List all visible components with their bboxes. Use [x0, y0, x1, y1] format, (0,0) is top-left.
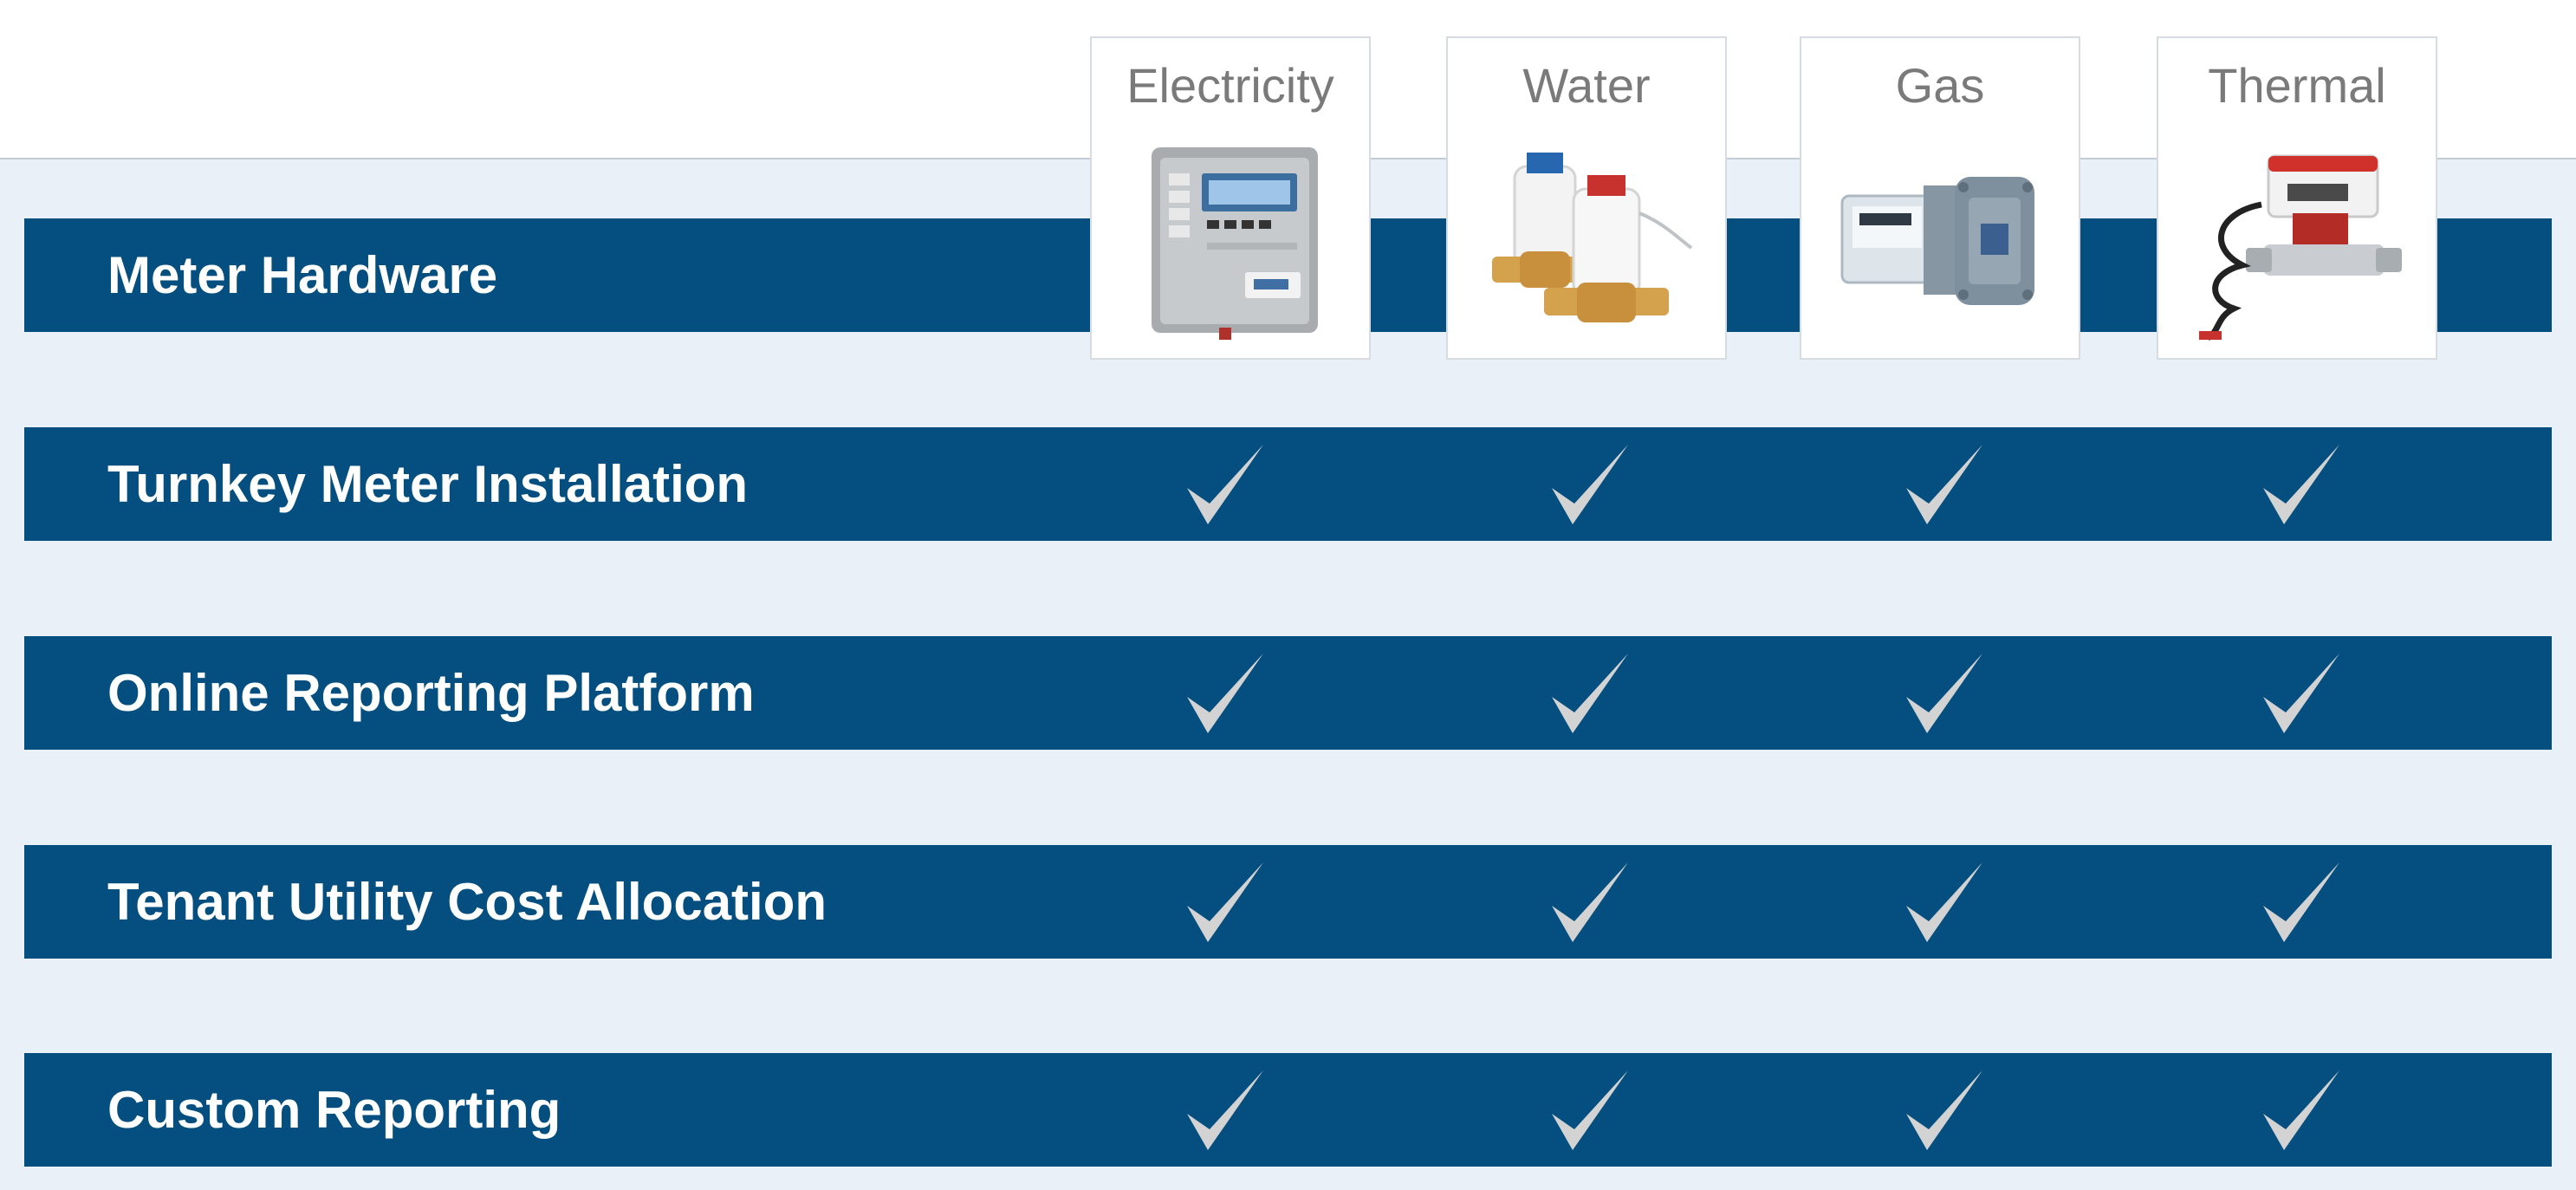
check-mark-icon	[1906, 445, 1982, 524]
check-mark-icon	[1552, 862, 1628, 942]
check-mark-icon	[1906, 654, 1982, 733]
check-mark-icon	[1552, 1070, 1628, 1150]
check-mark-icon	[2263, 862, 2339, 942]
electricity-meter-icon	[1152, 147, 1318, 340]
meter-title-gas: Gas	[1895, 58, 1985, 113]
meter-title-electricity: Electricity	[1126, 58, 1334, 113]
check-mark-icon	[1552, 654, 1628, 733]
gas-meter-icon	[1840, 177, 2034, 305]
check-mark-icon	[1187, 862, 1263, 942]
check-mark-icon	[2263, 445, 2339, 524]
meter-card-water: Water	[1446, 36, 1727, 360]
meter-card-electricity: Electricity	[1090, 36, 1371, 360]
feature-row-turnkey-meter-installation: Turnkey Meter Installation	[24, 427, 2552, 541]
feature-row-custom-reporting: Custom Reporting	[24, 1053, 2552, 1167]
check-mark-icon	[2263, 1070, 2339, 1150]
meter-card-gas: Gas	[1800, 36, 2080, 360]
check-mark-icon	[1187, 445, 1263, 524]
thermal-meter-icon	[2199, 154, 2402, 341]
feature-label-online-reporting-platform: Online Reporting Platform	[107, 664, 755, 722]
meter-title-water: Water	[1522, 58, 1651, 113]
check-mark-icon	[1187, 654, 1263, 733]
check-mark-icon	[1906, 1070, 1982, 1150]
water-meter-icon	[1492, 153, 1693, 322]
check-mark-icon	[1906, 862, 1982, 942]
check-mark-icon	[1187, 1070, 1263, 1150]
check-mark-icon	[2263, 654, 2339, 733]
feature-label-custom-reporting: Custom Reporting	[107, 1081, 561, 1139]
meter-title-thermal: Thermal	[2208, 58, 2386, 113]
feature-label-meter-hardware: Meter Hardware	[107, 246, 498, 304]
feature-label-tenant-utility-cost-allocation: Tenant Utility Cost Allocation	[107, 873, 827, 931]
feature-label-turnkey-meter-installation: Turnkey Meter Installation	[107, 455, 749, 513]
feature-row-online-reporting-platform: Online Reporting Platform	[24, 636, 2552, 750]
meter-card-thermal: Thermal	[2157, 36, 2437, 360]
check-mark-icon	[1552, 445, 1628, 524]
feature-row-tenant-utility-cost-allocation: Tenant Utility Cost Allocation	[24, 845, 2552, 959]
